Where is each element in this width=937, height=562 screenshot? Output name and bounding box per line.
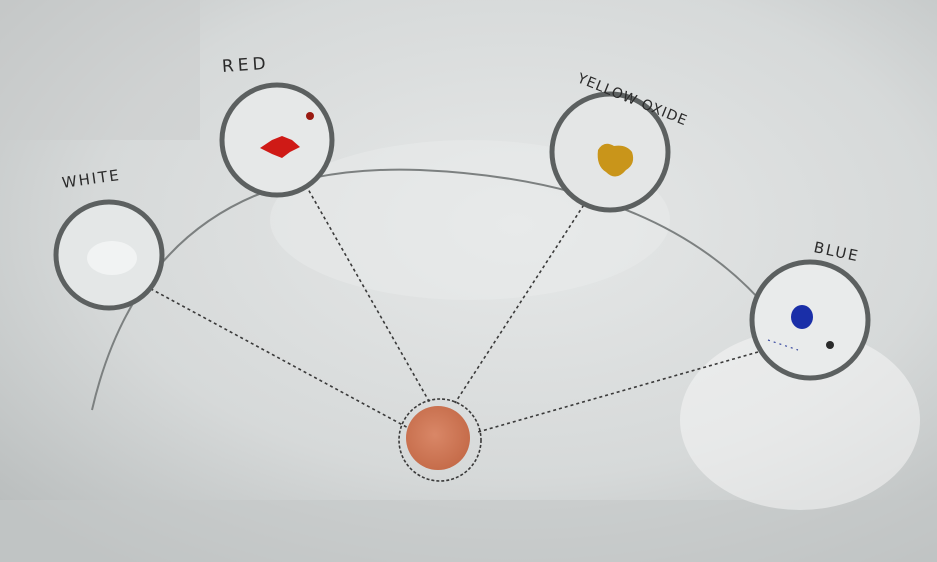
- white-paint: [87, 241, 137, 275]
- mix-paint: [406, 406, 470, 470]
- blue-dot: [826, 341, 834, 349]
- red-dot: [306, 112, 314, 120]
- label-red: RED: [221, 54, 270, 77]
- blue-paint: [791, 305, 813, 329]
- shadow-top-left: [0, 0, 200, 140]
